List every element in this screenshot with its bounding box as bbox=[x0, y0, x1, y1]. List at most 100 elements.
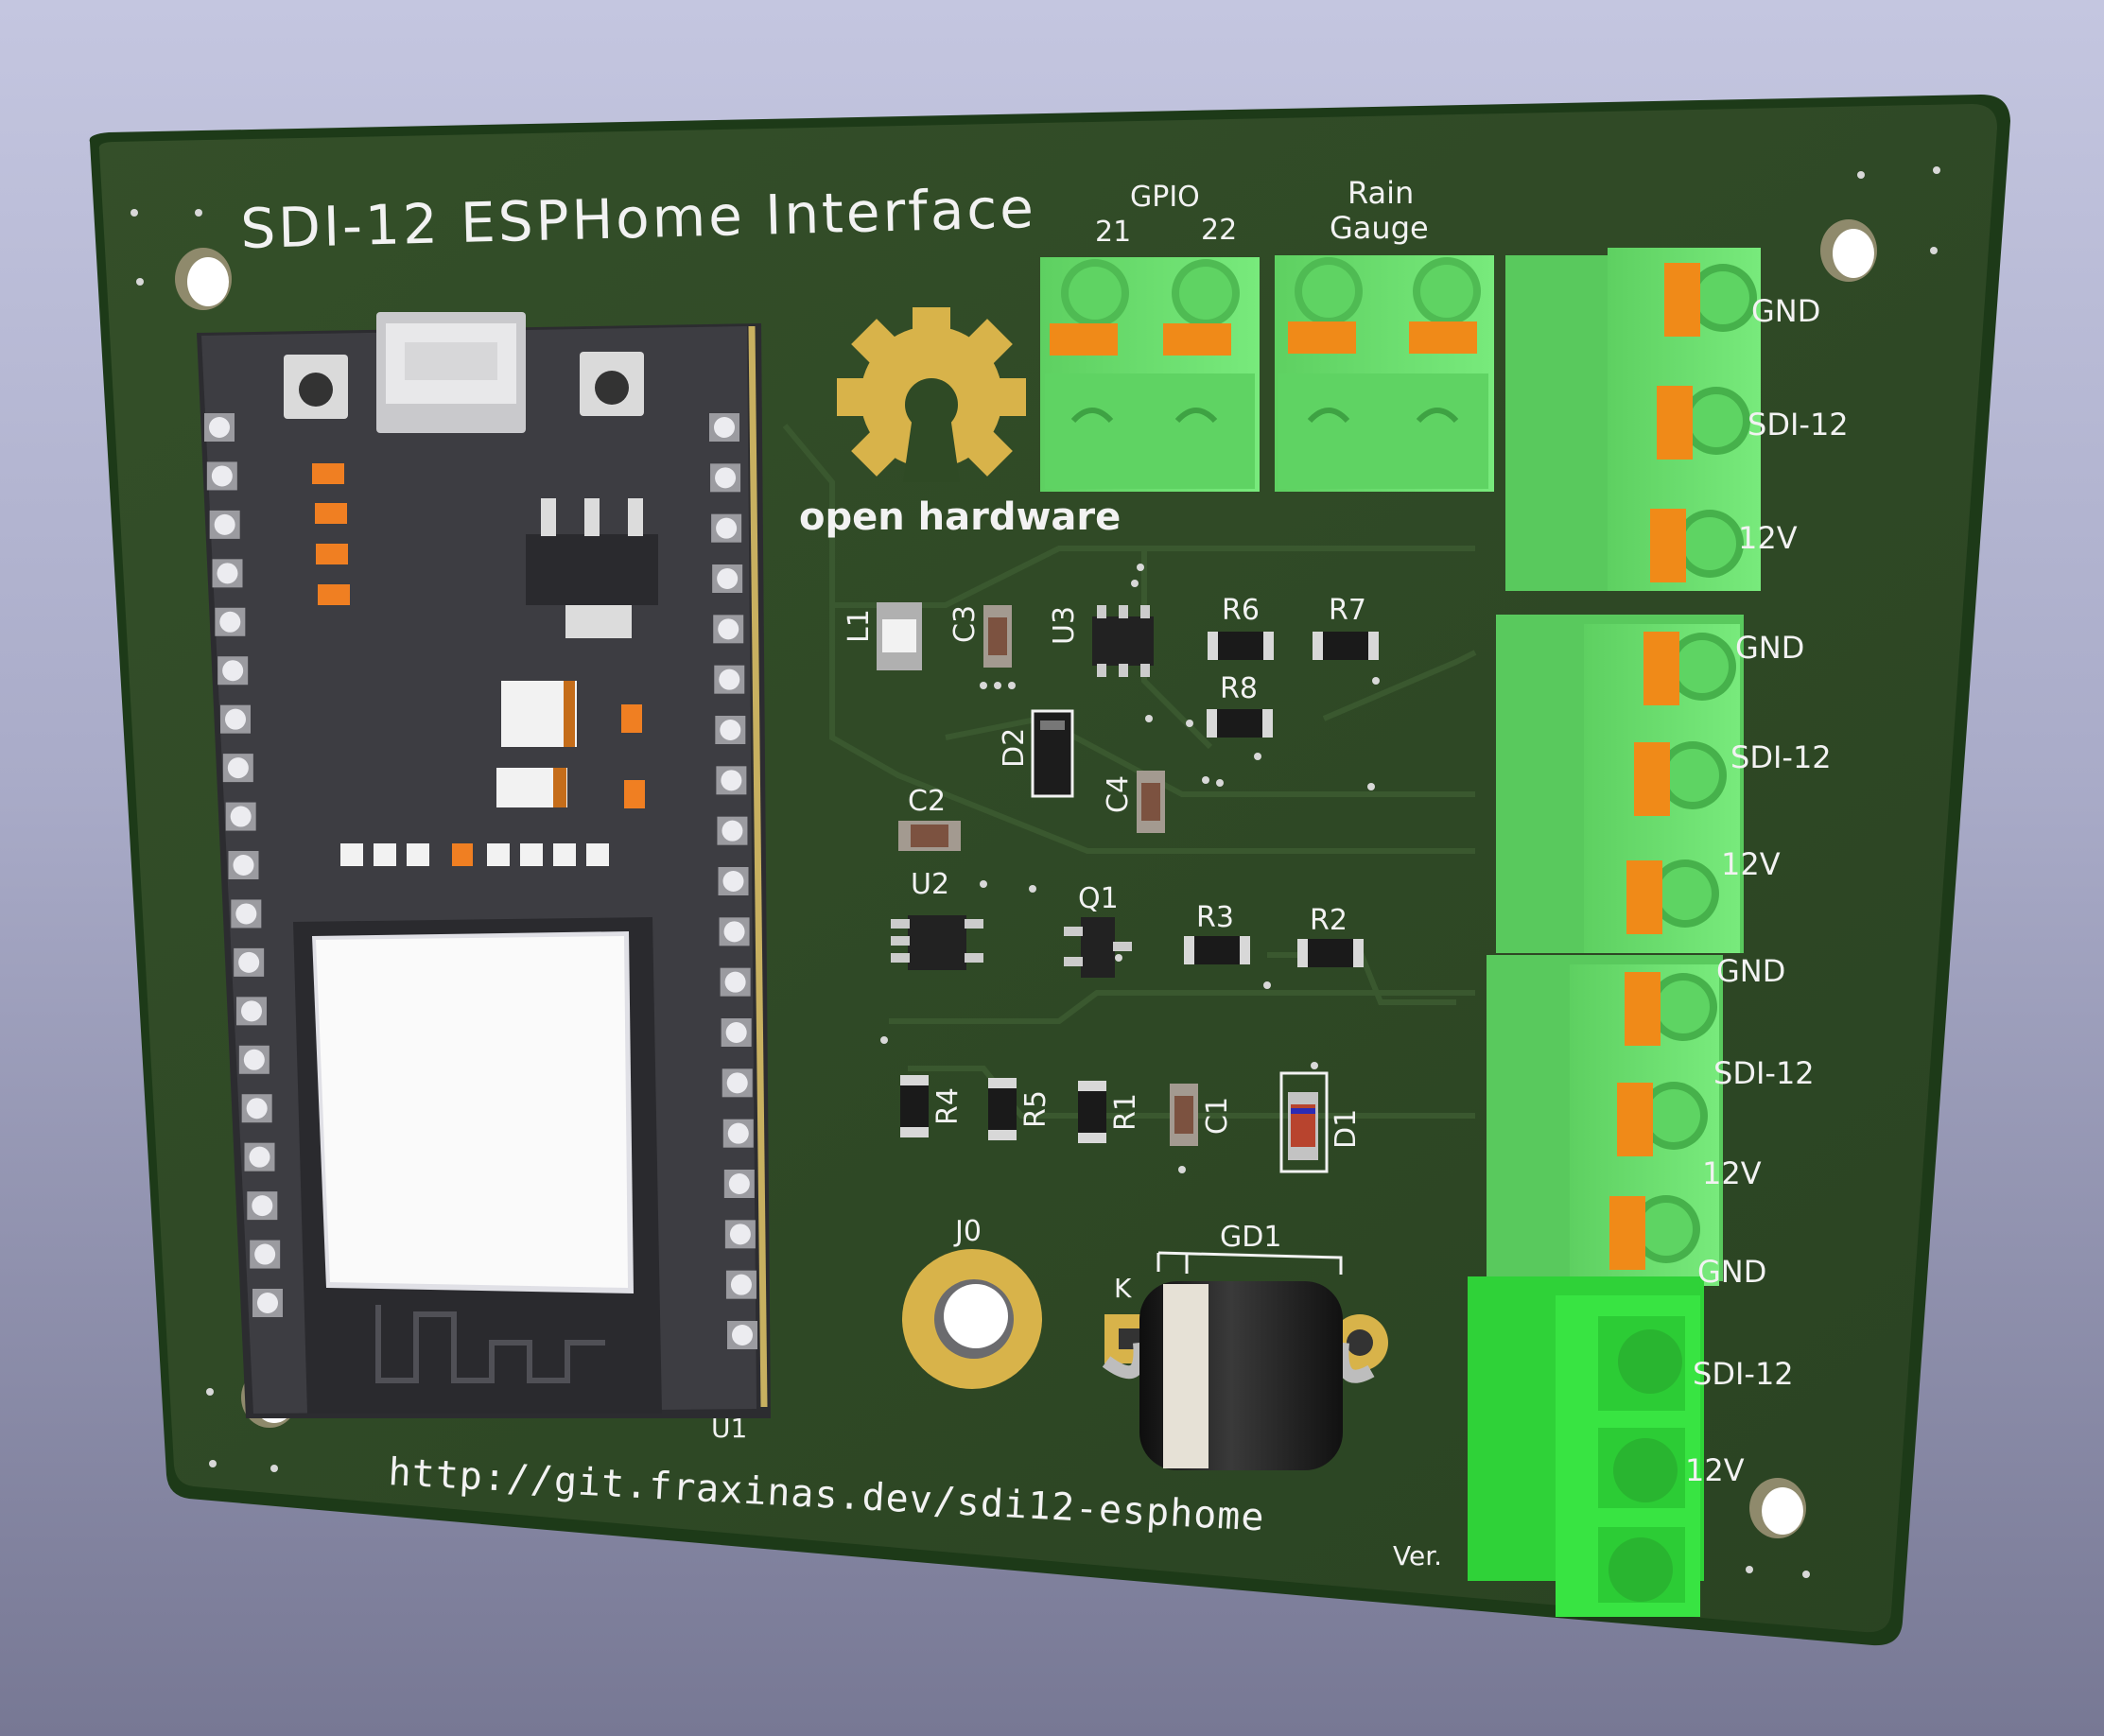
header-pin-tip bbox=[732, 1325, 753, 1345]
ref-r7: R7 bbox=[1329, 594, 1366, 627]
header-pin-tip bbox=[728, 1173, 750, 1194]
terminal-gnd-3-label: GND bbox=[1716, 953, 1785, 989]
sdi12-terminal-block-3 bbox=[1487, 955, 1723, 1286]
header-pin-tip bbox=[727, 1122, 749, 1144]
sdi12-terminal-block-2 bbox=[1496, 615, 1744, 953]
esp32-shield-can bbox=[312, 931, 634, 1293]
resistor-r4 bbox=[900, 1075, 929, 1137]
terminal-gnd-4-label: GND bbox=[1697, 1254, 1766, 1290]
enable-button bbox=[580, 352, 644, 416]
header-pin-tip bbox=[725, 1022, 747, 1043]
ref-d1: D1 bbox=[1330, 1109, 1363, 1149]
capacitor-c3 bbox=[983, 605, 1012, 668]
ref-c1: C1 bbox=[1201, 1097, 1234, 1135]
header-pin-tip bbox=[217, 563, 238, 584]
header-pin-tip bbox=[225, 708, 246, 730]
header-pin-tip bbox=[257, 1293, 278, 1313]
version-label: Ver. bbox=[1393, 1540, 1442, 1571]
capacitor-c4 bbox=[1137, 771, 1165, 833]
header-pin-tip bbox=[233, 855, 254, 876]
ref-q1: Q1 bbox=[1078, 882, 1119, 915]
terminal-labels: GND SDI-12 12V GND SDI-12 12V GND SDI-12… bbox=[1685, 293, 1849, 1488]
resistor-r6 bbox=[1208, 632, 1274, 660]
gpio-label: GPIO bbox=[1130, 181, 1200, 214]
smd-components bbox=[877, 602, 1379, 1173]
ref-r3: R3 bbox=[1196, 901, 1234, 934]
ref-c2: C2 bbox=[908, 785, 946, 818]
diode-d1 bbox=[1279, 1071, 1329, 1173]
terminal-sdi12-2-label: SDI-12 bbox=[1730, 739, 1832, 775]
resistor-r3 bbox=[1184, 936, 1250, 964]
terminal-sdi12-1-label: SDI-12 bbox=[1748, 407, 1849, 443]
capacitor-c1 bbox=[1170, 1084, 1198, 1146]
header-pin-tip bbox=[211, 465, 233, 487]
ref-d2: D2 bbox=[998, 728, 1031, 768]
terminal-gnd-1-label: GND bbox=[1751, 293, 1820, 329]
header-pin-tip bbox=[720, 720, 741, 740]
ref-k: K bbox=[1114, 1273, 1132, 1304]
header-pin-tip bbox=[246, 1098, 268, 1120]
terminal-12v-3-label: 12V bbox=[1702, 1155, 1762, 1191]
gpio-terminal-block bbox=[1040, 257, 1260, 492]
terminal-12v-4-label: 12V bbox=[1685, 1452, 1745, 1488]
gpio-header-label: GPIO 21 22 Rain Gauge bbox=[1095, 175, 1429, 249]
ref-u3: U3 bbox=[1048, 606, 1081, 645]
ref-c4: C4 bbox=[1102, 775, 1135, 813]
reference-designators: L1 C3 U3 R6 R7 R8 D2 C4 C2 U2 Q1 R3 R2 R… bbox=[843, 594, 1366, 1304]
ref-j0: J0 bbox=[953, 1215, 982, 1248]
header-pin-tip bbox=[214, 513, 235, 535]
vias bbox=[130, 166, 1940, 1578]
gpio-pin-22-label: 22 bbox=[1201, 214, 1237, 247]
terminal-12v-2-label: 12V bbox=[1721, 846, 1781, 882]
header-pin-tip bbox=[722, 871, 744, 892]
terminal-gnd-2-label: GND bbox=[1735, 630, 1804, 666]
header-pin-tip bbox=[252, 1195, 273, 1217]
esp32-pin-row-left bbox=[204, 413, 283, 1317]
resistor-r5 bbox=[988, 1078, 1017, 1140]
header-pin-tip bbox=[719, 668, 740, 690]
terminal-12v-1-label: 12V bbox=[1738, 520, 1798, 556]
header-pin-tip bbox=[243, 1049, 265, 1070]
ref-r4: R4 bbox=[931, 1087, 965, 1125]
header-pin-tip bbox=[721, 770, 742, 791]
ref-r6: R6 bbox=[1222, 594, 1260, 627]
capacitor-c2 bbox=[898, 821, 961, 851]
ref-gd1: GD1 bbox=[1220, 1221, 1281, 1254]
resistor-r1 bbox=[1078, 1081, 1106, 1143]
terminal-sdi12-4-label: SDI-12 bbox=[1693, 1356, 1794, 1392]
header-pin-tip bbox=[230, 806, 252, 827]
module-smd-parts bbox=[312, 463, 645, 866]
header-pin-tip bbox=[715, 467, 737, 489]
ref-l1: L1 bbox=[843, 609, 876, 643]
resistor-r2 bbox=[1297, 939, 1364, 967]
voltage-regulator bbox=[526, 498, 658, 638]
rain-gauge-terminal-block bbox=[1275, 255, 1494, 492]
transistor-q1 bbox=[1064, 917, 1132, 978]
resistor-r8 bbox=[1207, 709, 1273, 738]
header-pin-tip bbox=[241, 1000, 262, 1022]
open-hardware-logo: open hardware bbox=[799, 307, 1121, 539]
header-pin-tip bbox=[238, 951, 260, 973]
usb-connector bbox=[376, 312, 526, 433]
gpio-pin-21-label: 21 bbox=[1095, 216, 1131, 249]
header-pin-tip bbox=[718, 618, 739, 640]
ref-r2: R2 bbox=[1310, 904, 1348, 937]
esp32-pin-row-right bbox=[709, 413, 757, 1349]
header-pin-tip bbox=[209, 417, 230, 438]
ref-u2: U2 bbox=[911, 868, 949, 901]
header-pin-tip bbox=[716, 517, 738, 539]
header-pin-tip bbox=[235, 903, 257, 925]
mounting-hole-top-right bbox=[1820, 219, 1877, 282]
header-pin-tip bbox=[249, 1146, 270, 1168]
header-pin-tip bbox=[724, 971, 746, 993]
ref-r8: R8 bbox=[1220, 672, 1258, 705]
rain-gauge-label-line1: Rain bbox=[1348, 175, 1414, 211]
boot-button bbox=[284, 355, 348, 419]
terminal-sdi12-3-label: SDI-12 bbox=[1713, 1055, 1815, 1091]
mounting-hole-bottom-right bbox=[1749, 1478, 1806, 1538]
header-pin-tip bbox=[219, 611, 241, 633]
header-pin-tip bbox=[730, 1274, 752, 1295]
esp32-devkit-module: U1 bbox=[197, 312, 771, 1444]
inductor-l1 bbox=[877, 602, 922, 670]
